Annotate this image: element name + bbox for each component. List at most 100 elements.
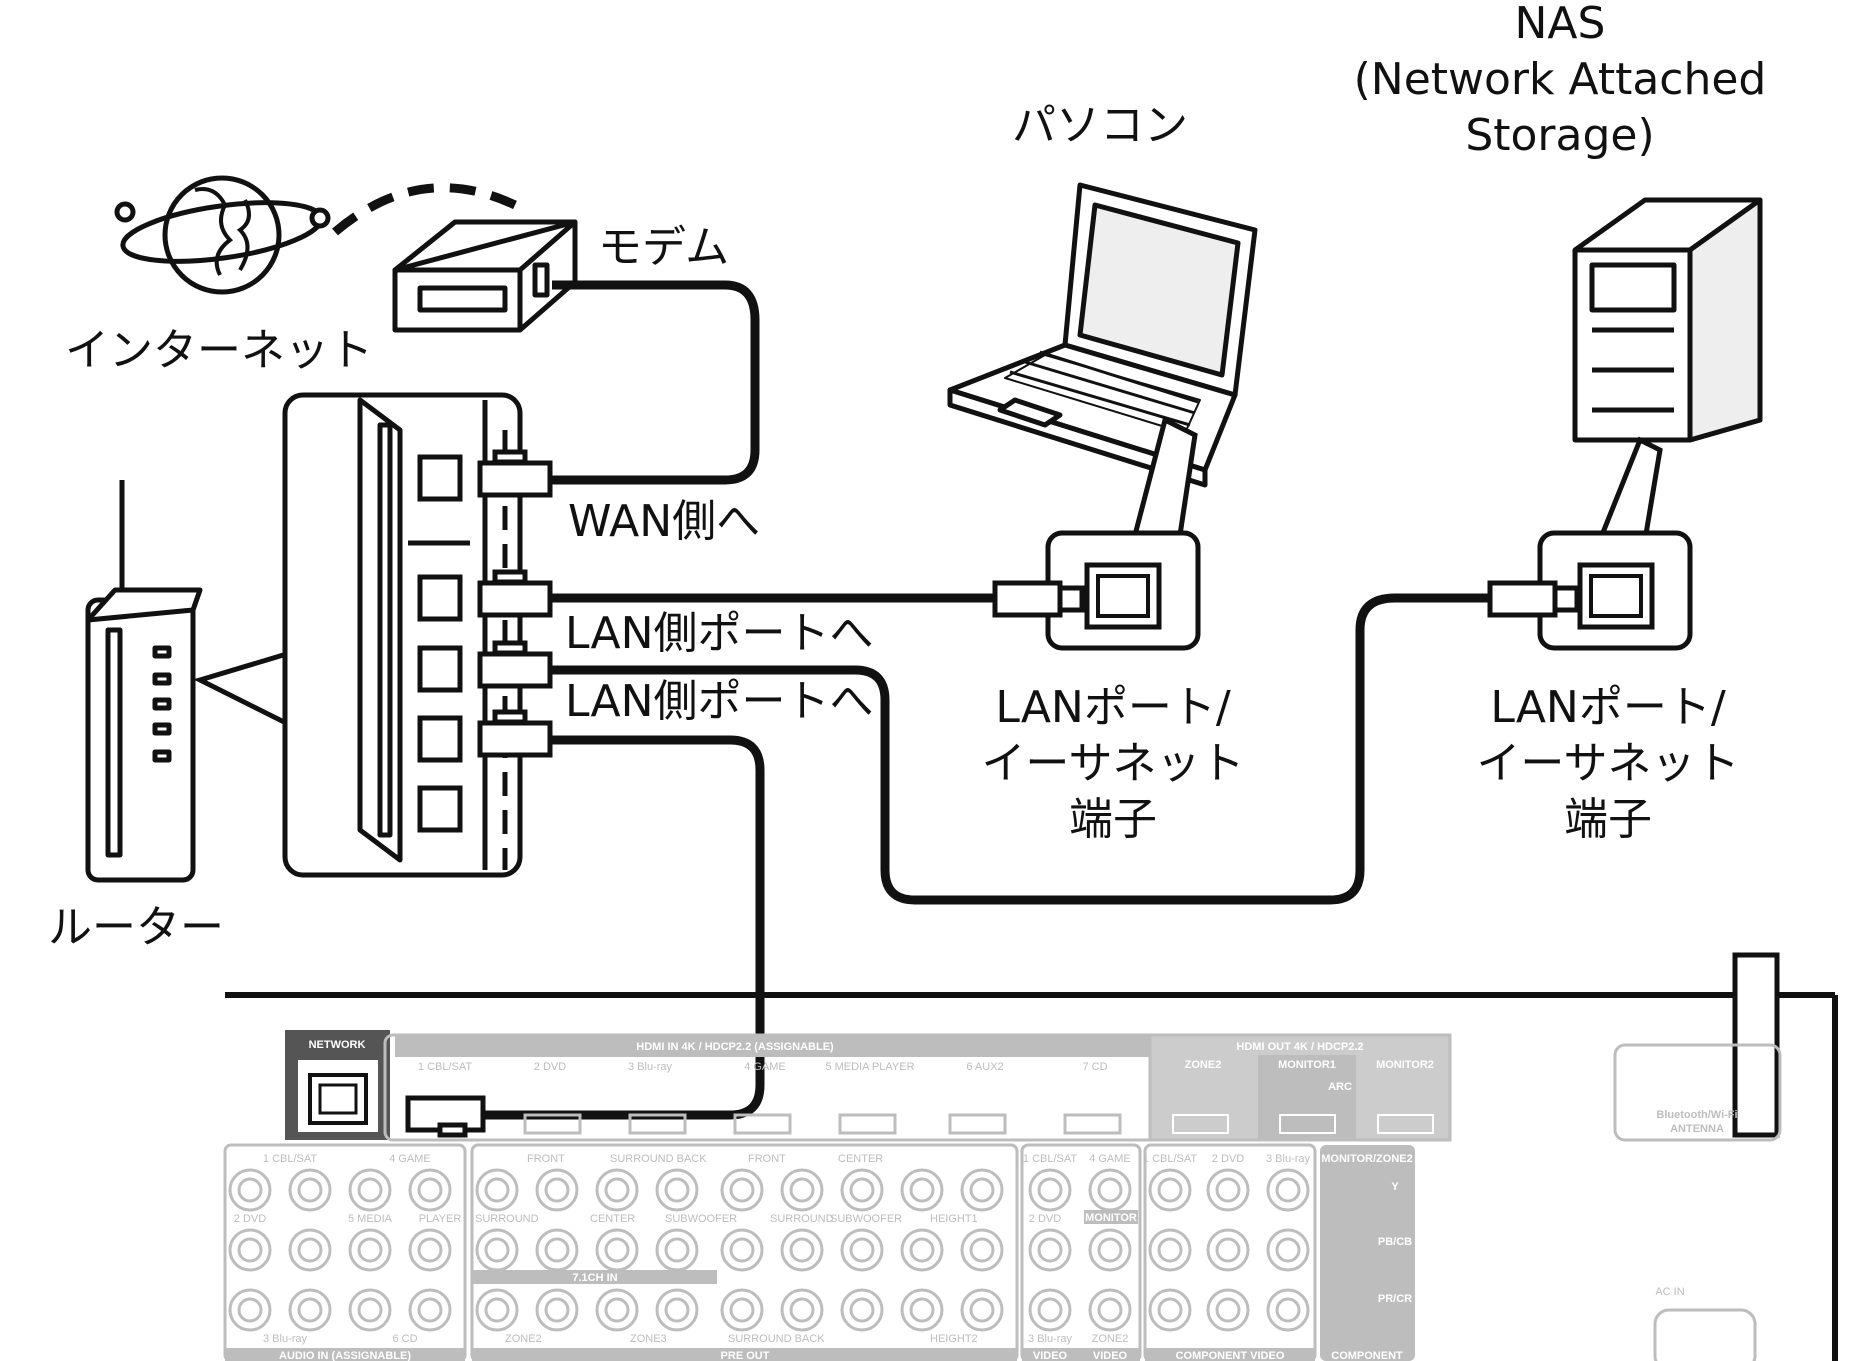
- rca-jack[interactable]: [1206, 1228, 1250, 1272]
- arc-label: ARC: [1328, 1081, 1352, 1093]
- rca-jack[interactable]: [1148, 1288, 1192, 1332]
- rca-jack[interactable]: [780, 1288, 824, 1332]
- hdmi-in-6: 6 AUX2: [966, 1061, 1003, 1073]
- rca-jack-inner: [417, 1297, 443, 1323]
- audio-label-4: 5 MEDIA: [348, 1213, 393, 1225]
- rca-jack[interactable]: [1323, 1228, 1367, 1272]
- rca-jack[interactable]: [960, 1228, 1004, 1272]
- rca-jack[interactable]: [1148, 1168, 1192, 1212]
- pre-label-center2: CENTER: [590, 1213, 635, 1225]
- rca-jack[interactable]: [720, 1228, 764, 1272]
- rca-jack-inner: [729, 1297, 755, 1323]
- rca-jack[interactable]: [1028, 1168, 1072, 1212]
- rca-jack[interactable]: [348, 1288, 392, 1332]
- rca-jack[interactable]: [960, 1288, 1004, 1332]
- rca-jack[interactable]: [1028, 1288, 1072, 1332]
- laptop-icon: [947, 182, 1258, 488]
- rca-jack[interactable]: [1206, 1168, 1250, 1212]
- rca-jack[interactable]: [1088, 1228, 1132, 1272]
- pre-label-front2: FRONT: [748, 1153, 786, 1165]
- rca-jack-inner: [1157, 1177, 1183, 1203]
- rca-jack[interactable]: [595, 1168, 639, 1212]
- pre-label-height2: HEIGHT2: [930, 1333, 978, 1345]
- router-label: ルーター: [48, 902, 224, 953]
- rca-jack[interactable]: [408, 1228, 452, 1272]
- rca-jack[interactable]: [1266, 1288, 1310, 1332]
- rca-jack[interactable]: [475, 1168, 519, 1212]
- rca-jack-inner: [729, 1177, 755, 1203]
- hdmi-out-monitor1: MONITOR1: [1278, 1059, 1336, 1071]
- video-label-2: 4 GAME: [1089, 1153, 1131, 1165]
- rca-jack-inner: [1332, 1177, 1358, 1203]
- rca-jack[interactable]: [228, 1288, 272, 1332]
- rca-jack[interactable]: [840, 1288, 884, 1332]
- rca-jack[interactable]: [960, 1168, 1004, 1212]
- rca-jack-inner: [1332, 1297, 1358, 1323]
- rca-jack[interactable]: [288, 1288, 332, 1332]
- rca-jack-inner: [357, 1177, 383, 1203]
- rca-jack[interactable]: [1148, 1228, 1192, 1272]
- rca-jack[interactable]: [900, 1168, 944, 1212]
- rca-jack[interactable]: [595, 1228, 639, 1272]
- rca-jack[interactable]: [900, 1288, 944, 1332]
- rca-jack[interactable]: [1323, 1288, 1367, 1332]
- rca-jack-inner: [789, 1177, 815, 1203]
- rca-jack[interactable]: [408, 1288, 452, 1332]
- pre-label-sb: SURROUND BACK: [610, 1153, 707, 1165]
- rca-jack[interactable]: [288, 1168, 332, 1212]
- rca-jack[interactable]: [720, 1288, 764, 1332]
- rca-jack[interactable]: [535, 1168, 579, 1212]
- rca-jack[interactable]: [780, 1228, 824, 1272]
- rca-jack[interactable]: [1266, 1168, 1310, 1212]
- rca-jack[interactable]: [348, 1228, 392, 1272]
- rca-jack[interactable]: [535, 1288, 579, 1332]
- rca-jack[interactable]: [475, 1228, 519, 1272]
- rca-jack[interactable]: [408, 1168, 452, 1212]
- rca-jack[interactable]: [1028, 1228, 1072, 1272]
- router-lan-port-2[interactable]: [417, 645, 463, 693]
- pre-label-sub2: SUBWOOFER: [830, 1213, 902, 1225]
- rca-jack-inner: [909, 1237, 935, 1263]
- rca-jack[interactable]: [1206, 1288, 1250, 1332]
- modem-icon: [392, 219, 578, 333]
- rca-jack[interactable]: [1088, 1288, 1132, 1332]
- router-lan-port-3[interactable]: [417, 715, 463, 763]
- rca-jack[interactable]: [288, 1228, 332, 1272]
- rca-jack[interactable]: [655, 1168, 699, 1212]
- rca-jack[interactable]: [348, 1168, 392, 1212]
- receiver-rear-panel: Bluetooth/Wi-Fi ANTENNA NETWORK HDMI IN …: [223, 952, 1838, 1361]
- rca-jack-inner: [544, 1177, 570, 1203]
- monitor-zone2-label: MONITOR/ZONE2: [1321, 1153, 1412, 1165]
- rca-jack[interactable]: [720, 1168, 764, 1212]
- rca-jack[interactable]: [1088, 1168, 1132, 1212]
- rca-jack[interactable]: [840, 1228, 884, 1272]
- rca-jack[interactable]: [595, 1288, 639, 1332]
- rca-jack-inner: [1097, 1297, 1123, 1323]
- rca-jack-inner: [417, 1177, 443, 1203]
- audio-in-label: AUDIO IN (ASSIGNABLE): [279, 1350, 411, 1361]
- nas-line-3: Storage): [1465, 110, 1654, 161]
- router-wan-port[interactable]: [417, 454, 463, 502]
- rca-jack[interactable]: [475, 1288, 519, 1332]
- rca-jack[interactable]: [228, 1228, 272, 1272]
- rca-jack[interactable]: [655, 1228, 699, 1272]
- rca-jack-inner: [1037, 1237, 1063, 1263]
- audio-label-2: 4 GAME: [389, 1153, 431, 1165]
- pre-label-sub: SUBWOOFER: [665, 1213, 737, 1225]
- rca-jack-inner: [484, 1237, 510, 1263]
- router-lan-port-4[interactable]: [417, 785, 463, 833]
- wan-port-label: WAN側へ: [568, 496, 760, 547]
- rca-jack[interactable]: [780, 1168, 824, 1212]
- rca-jack[interactable]: [840, 1168, 884, 1212]
- rca-jack-inner: [237, 1237, 263, 1263]
- ac-in-socket[interactable]: [1653, 1308, 1757, 1361]
- rca-jack[interactable]: [900, 1228, 944, 1272]
- rca-jack[interactable]: [655, 1288, 699, 1332]
- router-lan-port-1[interactable]: [417, 574, 463, 622]
- rca-jack[interactable]: [1266, 1228, 1310, 1272]
- rca-jack[interactable]: [535, 1228, 579, 1272]
- nas-plug: [1487, 580, 1580, 618]
- rca-jack[interactable]: [1323, 1168, 1367, 1212]
- rca-jack[interactable]: [228, 1168, 272, 1212]
